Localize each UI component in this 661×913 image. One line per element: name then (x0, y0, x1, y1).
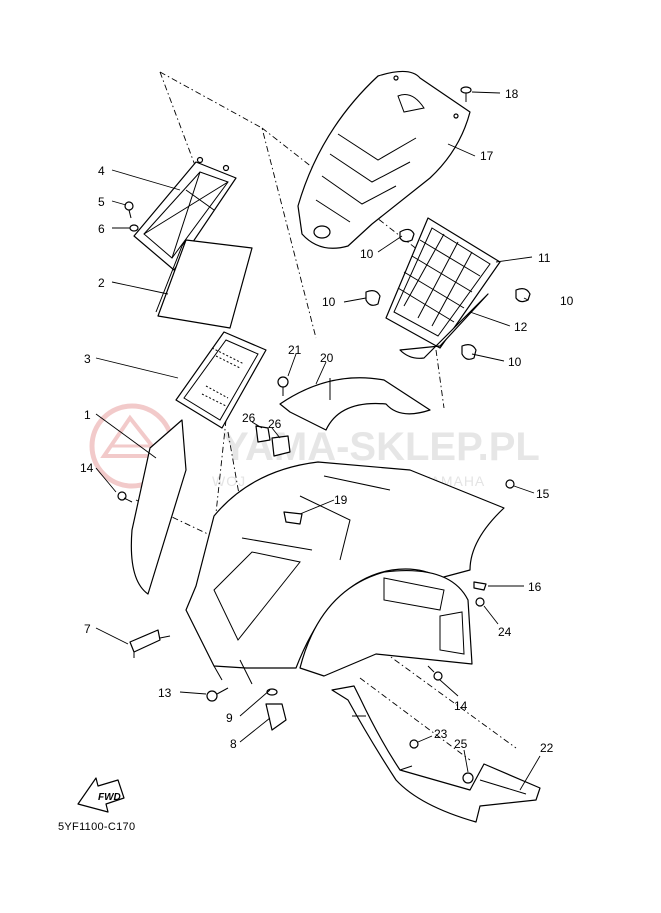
part-18-screw (460, 86, 472, 102)
callout-20: 20 (320, 351, 334, 365)
part-10-clip-b (365, 290, 381, 306)
fwd-arrow-icon: FWD (77, 777, 125, 813)
part-7-switch (129, 629, 171, 658)
callout-15: 15 (536, 487, 550, 501)
callout-8: 8 (230, 737, 237, 751)
part-12-grille-backing (399, 293, 489, 359)
part-15-bolt (505, 479, 515, 489)
callout-11: 11 (538, 251, 551, 265)
part-21-fastener (277, 376, 289, 396)
callout-6: 6 (98, 222, 105, 236)
callout-1: 1 (84, 408, 91, 422)
callout-10-b: 10 (322, 295, 336, 309)
callout-9: 9 (226, 711, 233, 725)
part-19-tab (283, 511, 303, 525)
callout-19: 19 (334, 493, 348, 507)
callout-leaders (95, 91, 541, 791)
callout-22: 22 (540, 741, 554, 755)
callout-18: 18 (505, 87, 519, 101)
part-26-grommet-b (271, 435, 291, 457)
part-4-filter-frame (133, 156, 237, 271)
fwd-label: FWD (98, 792, 121, 803)
part-10-clip-a (399, 228, 415, 243)
callout-26-b: 26 (268, 417, 282, 431)
part-2-filter-element (155, 239, 253, 329)
part-11-front-grille (385, 217, 501, 349)
figure-code: 5YF1100-C170 (58, 821, 135, 833)
callout-5: 5 (98, 195, 105, 209)
part-5-screw (124, 201, 134, 219)
callout-14-a: 14 (80, 461, 94, 475)
callout-14-b: 14 (454, 699, 468, 713)
callout-12: 12 (514, 320, 528, 334)
callout-2: 2 (98, 276, 105, 290)
callout-10-d: 10 (508, 355, 522, 369)
callout-24: 24 (498, 625, 512, 639)
callout-10-c: 10 (560, 294, 574, 308)
callout-16: 16 (528, 580, 542, 594)
callout-13: 13 (158, 686, 172, 700)
part-23-bolt (409, 739, 419, 749)
part-1-front-fender (130, 419, 505, 685)
part-25-nut (462, 772, 474, 784)
part-22-front-bumper (331, 685, 541, 823)
part-6-washer (129, 224, 139, 232)
callout-26-a: 26 (242, 411, 256, 425)
callout-21: 21 (288, 343, 302, 357)
part-20-bracket (279, 377, 431, 431)
callout-7: 7 (84, 622, 91, 636)
part-10-clip-d (461, 344, 477, 360)
callout-3: 3 (84, 352, 91, 366)
watermark-brand: YAMA-SKLEP.PL (222, 425, 540, 469)
part-17-front-panel (297, 70, 471, 249)
callout-17: 17 (480, 149, 494, 163)
callout-10-a: 10 (360, 247, 374, 261)
part-9-washer (266, 688, 278, 696)
part-24-bolt (475, 597, 485, 607)
part-14-bolt-b (427, 665, 443, 681)
part-3-mesh-filter (175, 331, 267, 429)
callout-23: 23 (434, 727, 448, 741)
callout-25: 25 (454, 737, 468, 751)
part-14-bolt-a (117, 491, 133, 503)
part-26-grommet-a (255, 425, 271, 443)
part-13-bolt (206, 687, 229, 702)
part-16-clip (473, 581, 487, 591)
callout-4: 4 (98, 164, 105, 178)
part-8-cap (265, 703, 287, 731)
callout-numbers: 4 5 6 2 3 1 14 7 13 9 8 18 17 10 11 10 1… (80, 87, 574, 755)
